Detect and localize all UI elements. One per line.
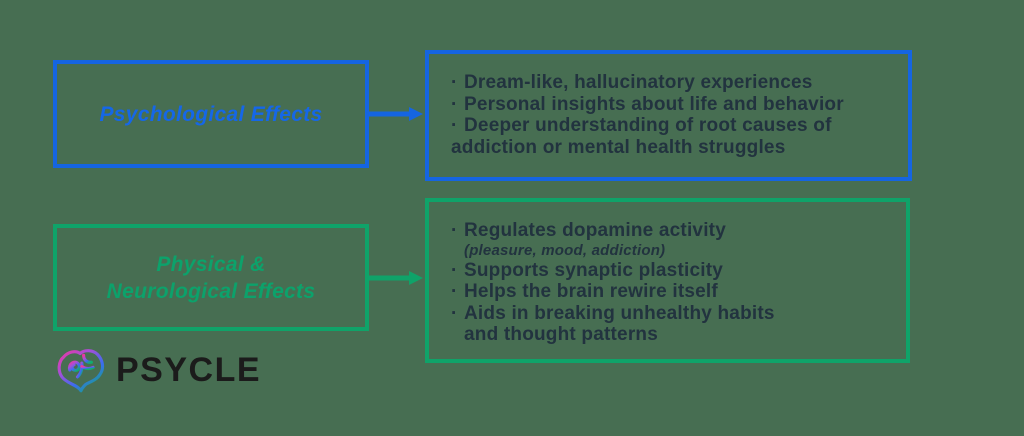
list-item: · Supports synaptic plasticity bbox=[451, 260, 894, 282]
list-item: · Regulates dopamine activity bbox=[451, 220, 894, 242]
bullet-icon: · bbox=[451, 93, 458, 115]
list-item-subnote: (pleasure, mood, addiction) bbox=[451, 242, 894, 260]
list-item-text: Aids in breaking unhealthy habits bbox=[464, 302, 775, 324]
list-item: · Aids in breaking unhealthy habits bbox=[451, 303, 894, 325]
psychological-effects-box: Psychological Effects bbox=[53, 60, 369, 168]
list-item: · Deeper understanding of root causes of bbox=[451, 115, 896, 137]
list-item-text: Dream-like, hallucinatory experiences bbox=[464, 72, 813, 93]
list-item-text: Personal insights about life and behavio… bbox=[464, 93, 844, 115]
list-item-text: addiction or mental health struggles bbox=[451, 136, 786, 158]
arrow-right-blue-icon bbox=[368, 107, 423, 121]
bullet-icon: · bbox=[451, 281, 458, 302]
list-item-text: (pleasure, mood, addiction) bbox=[464, 241, 666, 259]
list-item: · Personal insights about life and behavi… bbox=[451, 94, 896, 116]
bullet-icon: · bbox=[451, 220, 458, 241]
list-item-continuation: addiction or mental health struggles bbox=[451, 137, 896, 159]
list-item-text: Regulates dopamine activity bbox=[464, 220, 726, 241]
list-item: · Helps the brain rewire itself bbox=[451, 281, 894, 303]
psycle-logo: PSYCLE bbox=[55, 345, 261, 395]
logo-wordmark: PSYCLE bbox=[116, 350, 262, 389]
physical-label-line2: Neurological Effects bbox=[106, 279, 316, 303]
list-item: · Dream-like, hallucinatory experiences bbox=[451, 72, 896, 94]
arrow-right-green-icon bbox=[368, 271, 423, 285]
brain-gradient-icon bbox=[57, 349, 105, 393]
bullet-icon: · bbox=[451, 302, 458, 324]
list-item-text: Supports synaptic plasticity bbox=[464, 259, 723, 281]
list-item-continuation: and thought patterns bbox=[451, 324, 894, 346]
psychological-effects-list: · Dream-like, hallucinatory experiences ·… bbox=[425, 50, 912, 181]
bullet-icon: · bbox=[451, 259, 458, 281]
physical-label-line1: Physical & bbox=[156, 252, 266, 276]
bullet-icon: · bbox=[451, 115, 458, 136]
list-item-text: and thought patterns bbox=[464, 324, 658, 345]
list-item-text: Deeper understanding of root causes of bbox=[464, 115, 832, 136]
physical-neurological-effects-box: Physical & Neurological Effects bbox=[53, 224, 369, 331]
bullet-icon: · bbox=[451, 72, 458, 93]
psychological-effects-label: Psychological Effects bbox=[99, 102, 323, 126]
list-item-text: Helps the brain rewire itself bbox=[464, 281, 718, 302]
physical-neurological-effects-list: · Regulates dopamine activity (pleasure, … bbox=[425, 198, 910, 363]
